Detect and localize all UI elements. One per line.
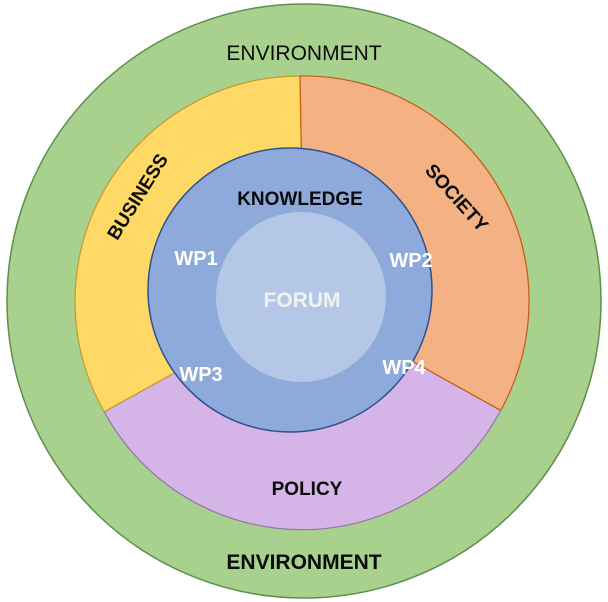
environment-top-label: ENVIRONMENT [226,42,381,65]
forum-circle [216,212,386,382]
forum-label: FORUM [264,289,341,312]
environment-bottom-label: ENVIRONMENT [226,551,381,574]
wp1-label: WP1 [174,248,217,270]
wp3-label: WP3 [179,364,222,386]
knowledge-label: KNOWLEDGE [237,189,363,210]
wp2-label: WP2 [389,250,432,272]
wp4-label: WP4 [382,357,426,379]
policy-label: POLICY [272,479,343,500]
